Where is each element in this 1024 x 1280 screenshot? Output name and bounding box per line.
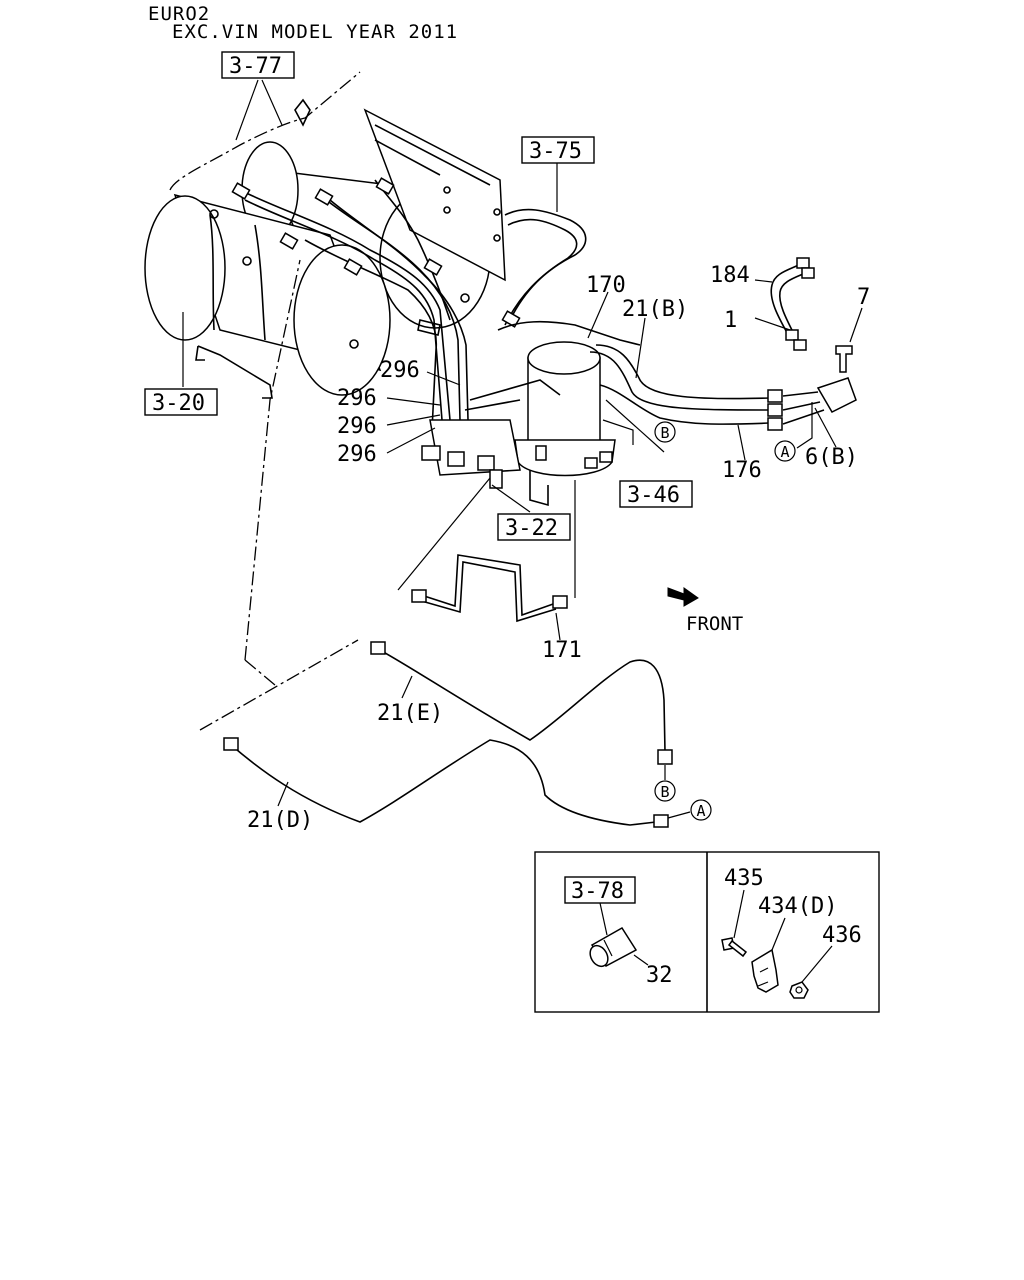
ref-box-3-77[interactable]: 3-77: [221, 51, 295, 79]
valve-block: [421, 379, 561, 489]
part-label-296-b: 296: [337, 386, 377, 411]
ref-label-3-78: 3-78: [571, 879, 624, 904]
ref-box-3-22[interactable]: 3-22: [497, 513, 571, 541]
part-label-176: 176: [722, 458, 762, 483]
air-tanks: [144, 108, 506, 399]
bolt-part-435: [721, 937, 748, 958]
svg-text:B: B: [660, 424, 669, 442]
part-label-296-d: 296: [337, 442, 377, 467]
right-fittings: [589, 257, 857, 431]
part-label-32: 32: [646, 963, 673, 988]
marker-b-upper: B: [654, 421, 676, 443]
part-label-6b: 6(B): [805, 445, 858, 470]
ref-box-3-20[interactable]: 3-20: [144, 388, 218, 416]
marker-a-lower: A: [690, 799, 712, 821]
part-label-296-c: 296: [337, 414, 377, 439]
svg-text:A: A: [780, 443, 789, 461]
ref-label-3-77: 3-77: [229, 54, 282, 79]
ref-label-3-20: 3-20: [152, 391, 205, 416]
ref-box-3-46[interactable]: 3-46: [619, 480, 693, 508]
ref-label-3-22: 3-22: [505, 516, 558, 541]
part-label-7: 7: [857, 285, 870, 310]
part-label-184: 184: [710, 263, 750, 288]
part-label-1: 1: [724, 308, 737, 333]
part-label-21b: 21(B): [622, 297, 688, 322]
pipe-bundle: [231, 98, 587, 431]
ref-box-3-78[interactable]: 3-78: [564, 876, 636, 904]
part-label-171: 171: [542, 638, 582, 663]
lower-pipes: [223, 554, 673, 828]
part-label-436: 436: [822, 923, 862, 948]
part-label-296-a: 296: [380, 358, 420, 383]
air-dryer: [497, 320, 641, 507]
ref-box-3-75[interactable]: 3-75: [521, 136, 595, 164]
clip-part-434d: [751, 948, 779, 993]
svg-text:A: A: [696, 802, 705, 820]
part-label-434d: 434(D): [758, 894, 837, 919]
sleeve-part-32: [589, 926, 638, 968]
marker-b-lower: B: [654, 780, 676, 802]
header-line-2: EXC.VIN MODEL YEAR 2011: [172, 21, 458, 43]
part-label-170: 170: [586, 273, 626, 298]
part-label-21d: 21(D): [247, 808, 313, 833]
header-line-1: EURO2: [148, 3, 210, 25]
front-label: FRONT: [686, 613, 743, 635]
marker-a-upper: A: [774, 440, 796, 462]
front-arrow-icon: [667, 587, 699, 607]
part-label-21e: 21(E): [377, 701, 443, 726]
leader-lines: [182, 79, 863, 819]
ref-label-3-46: 3-46: [627, 483, 680, 508]
ref-label-3-75: 3-75: [529, 139, 582, 164]
dashed-leaders: [169, 71, 361, 731]
svg-text:B: B: [660, 783, 669, 801]
part-label-435: 435: [724, 866, 764, 891]
nut-part-436: [789, 981, 809, 999]
